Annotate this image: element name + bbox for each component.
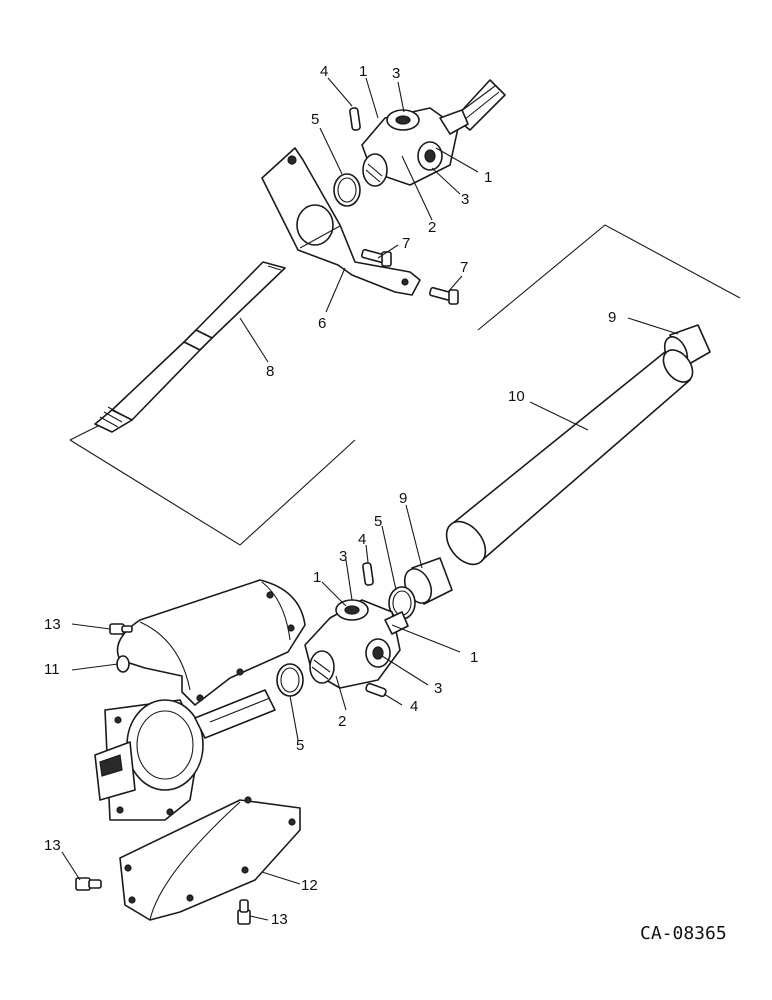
upper-snap-ring	[333, 173, 361, 207]
leader-lines	[61, 77, 679, 921]
callout-1-upper-a: 1	[359, 63, 367, 80]
callout-13-top: 13	[44, 616, 61, 633]
callout-13-left: 13	[44, 837, 61, 854]
shield-bolt-top	[109, 623, 133, 635]
callout-8: 8	[266, 363, 274, 380]
callout-13-bottom: 13	[271, 911, 288, 928]
callout-5-lower-b: 5	[296, 737, 304, 754]
callout-11: 11	[44, 661, 60, 678]
shield-bolt-bottom	[237, 899, 251, 925]
hydraulic-motor	[94, 689, 276, 821]
callout-labels: 4 1 3 5 1 3 2 7 7 6 8 9 10 9 5 4 3 1 1 3…	[44, 63, 616, 928]
callout-6: 6	[318, 315, 326, 332]
callout-4-lower-b: 4	[410, 698, 418, 715]
bolt-lower	[428, 286, 459, 305]
callout-10: 10	[508, 388, 525, 405]
tube-sleeve-lower	[403, 557, 453, 605]
lower-pin-lower	[365, 682, 387, 698]
callout-4-upper: 4	[320, 63, 328, 80]
callout-3-lower-a: 3	[339, 548, 347, 565]
lower-universal-joint	[304, 599, 409, 689]
shield-bolt-left	[75, 877, 102, 891]
callout-12: 12	[301, 877, 318, 894]
callout-9-upper: 9	[608, 309, 616, 326]
callout-7-upper: 7	[402, 235, 410, 252]
upper-shield	[116, 579, 306, 706]
callout-2-lower: 2	[338, 713, 346, 730]
callout-4-lower-a: 4	[358, 531, 366, 548]
callout-7-lower: 7	[460, 259, 468, 276]
callout-3-upper-a: 3	[392, 65, 400, 82]
callout-1-upper-b: 1	[484, 169, 492, 186]
support-bracket	[261, 147, 421, 296]
upper-pin	[349, 107, 361, 131]
spline-shaft	[94, 261, 286, 433]
callout-9-lower: 9	[399, 490, 407, 507]
drive-tube	[445, 349, 694, 566]
callout-1-lower-b: 1	[470, 649, 478, 666]
callout-5-lower-a: 5	[374, 513, 382, 530]
grouping-lines	[69, 224, 741, 546]
reference-code: CA-08365	[640, 923, 727, 944]
lower-pin-upper	[362, 562, 374, 586]
callout-1-lower-a: 1	[313, 569, 321, 586]
upper-universal-joint	[361, 107, 469, 187]
callout-2-upper: 2	[428, 219, 436, 236]
bolt-upper	[360, 248, 392, 267]
callout-5-upper: 5	[311, 111, 319, 128]
callout-3-upper-b: 3	[461, 191, 469, 208]
lower-shield	[119, 796, 301, 921]
callout-3-lower-b: 3	[434, 680, 442, 697]
lower-snap-ring	[276, 663, 304, 697]
